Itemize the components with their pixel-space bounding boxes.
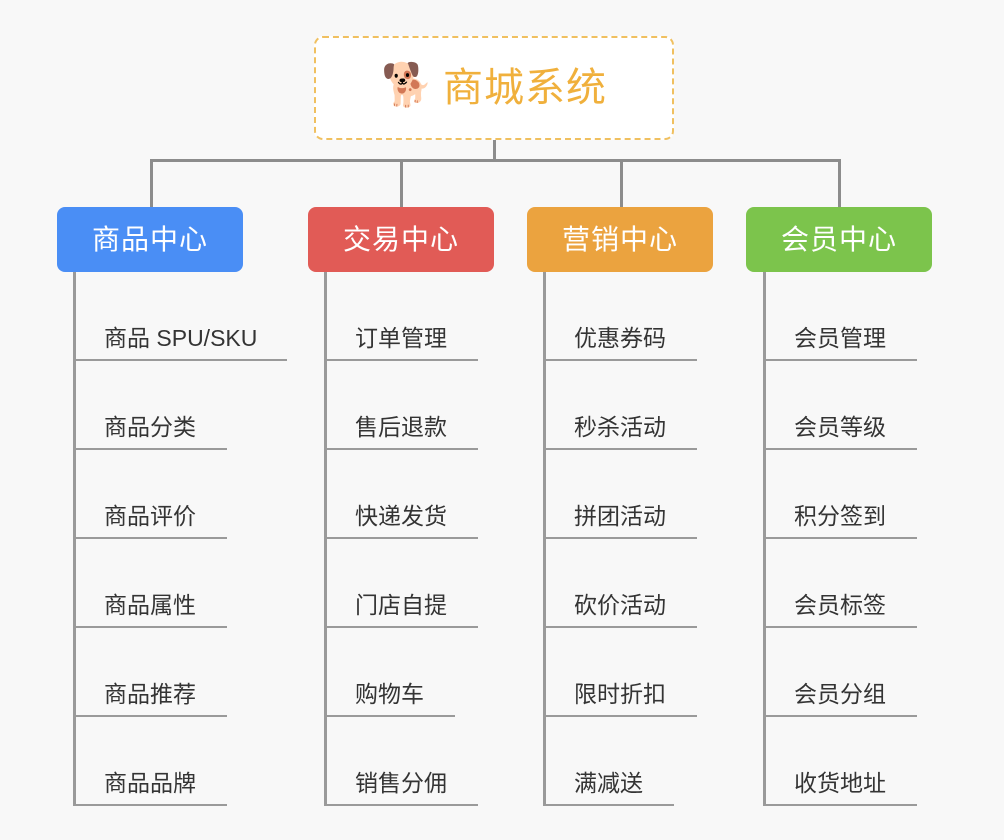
leaf-item[interactable]: 会员分组: [763, 628, 917, 717]
connector-horizontal-bus: [150, 159, 839, 162]
leaf-item[interactable]: 销售分佣: [324, 717, 478, 806]
leaf-item-label: 拼团活动: [574, 503, 666, 529]
leaf-item-label: 快递发货: [355, 503, 447, 529]
connector-drop-1: [150, 159, 153, 208]
leaf-item[interactable]: 优惠券码: [543, 272, 697, 361]
leaf-item-label: 砍价活动: [574, 592, 666, 618]
leaf-item[interactable]: 商品分类: [73, 361, 227, 450]
leaf-item[interactable]: 收货地址: [763, 717, 917, 806]
leaf-item[interactable]: 满减送: [543, 717, 674, 806]
leaf-item[interactable]: 商品品牌: [73, 717, 227, 806]
column-spine: [73, 272, 76, 806]
leaf-item[interactable]: 秒杀活动: [543, 361, 697, 450]
leaf-item-label: 售后退款: [355, 414, 447, 440]
leaf-item[interactable]: 商品 SPU/SKU: [73, 272, 287, 361]
leaf-item-label: 商品评价: [104, 503, 196, 529]
leaf-item-label: 销售分佣: [355, 770, 447, 796]
category-label: 营销中心: [561, 223, 678, 255]
leaf-item-label: 商品属性: [104, 592, 196, 618]
leaf-item-label: 限时折扣: [574, 681, 666, 707]
leaf-item-label: 优惠券码: [574, 325, 666, 351]
category-label: 交易中心: [342, 223, 459, 255]
leaf-item-label: 商品分类: [104, 414, 196, 440]
leaf-item-label: 会员等级: [794, 414, 886, 440]
root-title: 商城系统: [443, 66, 607, 110]
leaf-item[interactable]: 订单管理: [324, 272, 478, 361]
category-box-4[interactable]: 会员中心: [746, 207, 932, 272]
column-spine: [763, 272, 766, 806]
leaf-item[interactable]: 会员管理: [763, 272, 917, 361]
leaf-item-label: 会员标签: [794, 592, 886, 618]
leaf-item[interactable]: 售后退款: [324, 361, 478, 450]
leaf-item[interactable]: 会员标签: [763, 539, 917, 628]
leaf-item[interactable]: 商品推荐: [73, 628, 227, 717]
category-box-2[interactable]: 交易中心: [308, 207, 494, 272]
leaf-item-label: 商品推荐: [104, 681, 196, 707]
column-spine: [324, 272, 327, 806]
column-spine: [543, 272, 546, 806]
leaf-item-label: 会员管理: [794, 325, 886, 351]
leaf-item-label: 积分签到: [794, 503, 886, 529]
leaf-item-label: 秒杀活动: [574, 414, 666, 440]
leaf-item-label: 商品品牌: [104, 770, 196, 796]
connector-drop-3: [620, 159, 623, 208]
category-box-1[interactable]: 商品中心: [57, 207, 243, 272]
leaf-item[interactable]: 快递发货: [324, 450, 478, 539]
leaf-item-label: 满减送: [574, 770, 643, 796]
leaf-item[interactable]: 门店自提: [324, 539, 478, 628]
leaf-item-label: 收货地址: [794, 770, 886, 796]
category-label: 会员中心: [780, 223, 897, 255]
leaf-item[interactable]: 购物车: [324, 628, 455, 717]
category-box-3[interactable]: 营销中心: [527, 207, 713, 272]
leaf-item-label: 门店自提: [355, 592, 447, 618]
leaf-item[interactable]: 会员等级: [763, 361, 917, 450]
leaf-item-label: 商品 SPU/SKU: [104, 325, 258, 351]
leaf-item-label: 订单管理: [355, 325, 447, 351]
leaf-item[interactable]: 限时折扣: [543, 628, 697, 717]
leaf-item[interactable]: 砍价活动: [543, 539, 697, 628]
leaf-item[interactable]: 商品属性: [73, 539, 227, 628]
connector-root-stem: [493, 140, 496, 161]
leaf-item[interactable]: 商品评价: [73, 450, 227, 539]
connector-drop-4: [838, 159, 841, 208]
category-label: 商品中心: [91, 223, 208, 255]
leaf-item-label: 购物车: [355, 681, 424, 707]
connector-drop-2: [400, 159, 403, 208]
leaf-item[interactable]: 积分签到: [763, 450, 917, 539]
leaf-item-label: 会员分组: [794, 681, 886, 707]
root-node[interactable]: 🐕 商城系统: [314, 36, 674, 140]
leaf-item[interactable]: 拼团活动: [543, 450, 697, 539]
shiba-dog-face-icon: 🐕: [381, 61, 434, 108]
